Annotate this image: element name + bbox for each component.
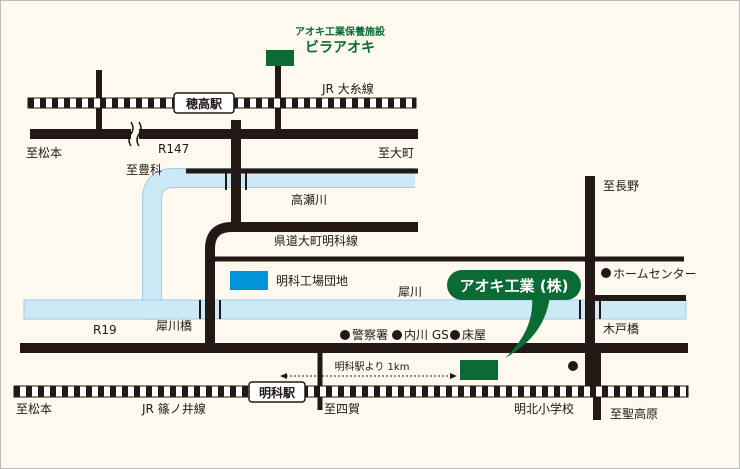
dir-matsumoto-bottom: 至松本 (16, 402, 52, 416)
company-callout (447, 270, 581, 358)
dir-toyoshina: 至豊科 (126, 163, 162, 177)
police-dot (340, 330, 350, 340)
villa-marker (266, 50, 294, 66)
akashina-station-label: 明科駅 (259, 385, 296, 400)
school-dot (568, 361, 578, 371)
railway-shinonoi (13, 385, 689, 398)
dir-shiga: 至四賀 (324, 402, 360, 416)
shinonoi-line-label: JR 篠ノ井線 (141, 401, 206, 416)
dir-hijirikogen: 至聖高原 (610, 406, 658, 421)
company-label: アオキ工業 (株) (460, 277, 569, 295)
kido-bridge-label: 木戸橋 (603, 322, 639, 336)
villa-name: ビラアオキ (305, 40, 375, 56)
distance-note: 明科駅より 1km (335, 360, 410, 373)
dir-nagano: 至長野 (603, 179, 639, 193)
distance-arrow (280, 373, 457, 379)
company-marker (460, 360, 498, 380)
industrial-park-marker (230, 271, 268, 290)
sai-river (23, 299, 687, 320)
takase-river (142, 168, 415, 320)
prefectural-road-label: 県道大町明科線 (274, 233, 358, 248)
sai-river-label: 犀川 (398, 285, 422, 299)
home-center-label: ホームセンター (613, 267, 697, 281)
police-label: 警察署 (352, 327, 388, 342)
saigawa-bridge-label: 犀川橋 (156, 319, 192, 333)
home-center-dot (601, 268, 611, 278)
road-prefectural (205, 222, 418, 343)
dir-omachi: 至大町 (378, 146, 414, 160)
school-label: 明北小学校 (514, 401, 574, 416)
takase-river-label: 高瀬川 (291, 192, 327, 207)
oito-line-label: JR 大糸線 (321, 81, 374, 96)
gs-dot (392, 330, 402, 340)
r19-label: R19 (93, 323, 117, 337)
hotaka-station-label: 穂高駅 (186, 96, 223, 111)
dir-matsumoto-top: 至松本 (26, 146, 62, 160)
barber-label: 床屋 (462, 328, 486, 342)
gs-label: 内川 GS (404, 328, 449, 342)
bridge-markers (199, 171, 601, 319)
roads (20, 66, 688, 420)
akashina-station (248, 381, 306, 403)
road-break-mark (128, 121, 142, 147)
industrial-park-label: 明科工場団地 (276, 274, 348, 288)
hotaka-station (173, 92, 235, 114)
r147-label: R147 (158, 142, 189, 156)
barber-dot (450, 330, 460, 340)
villa-subtitle: アオキ工業保養施設 (295, 25, 386, 38)
